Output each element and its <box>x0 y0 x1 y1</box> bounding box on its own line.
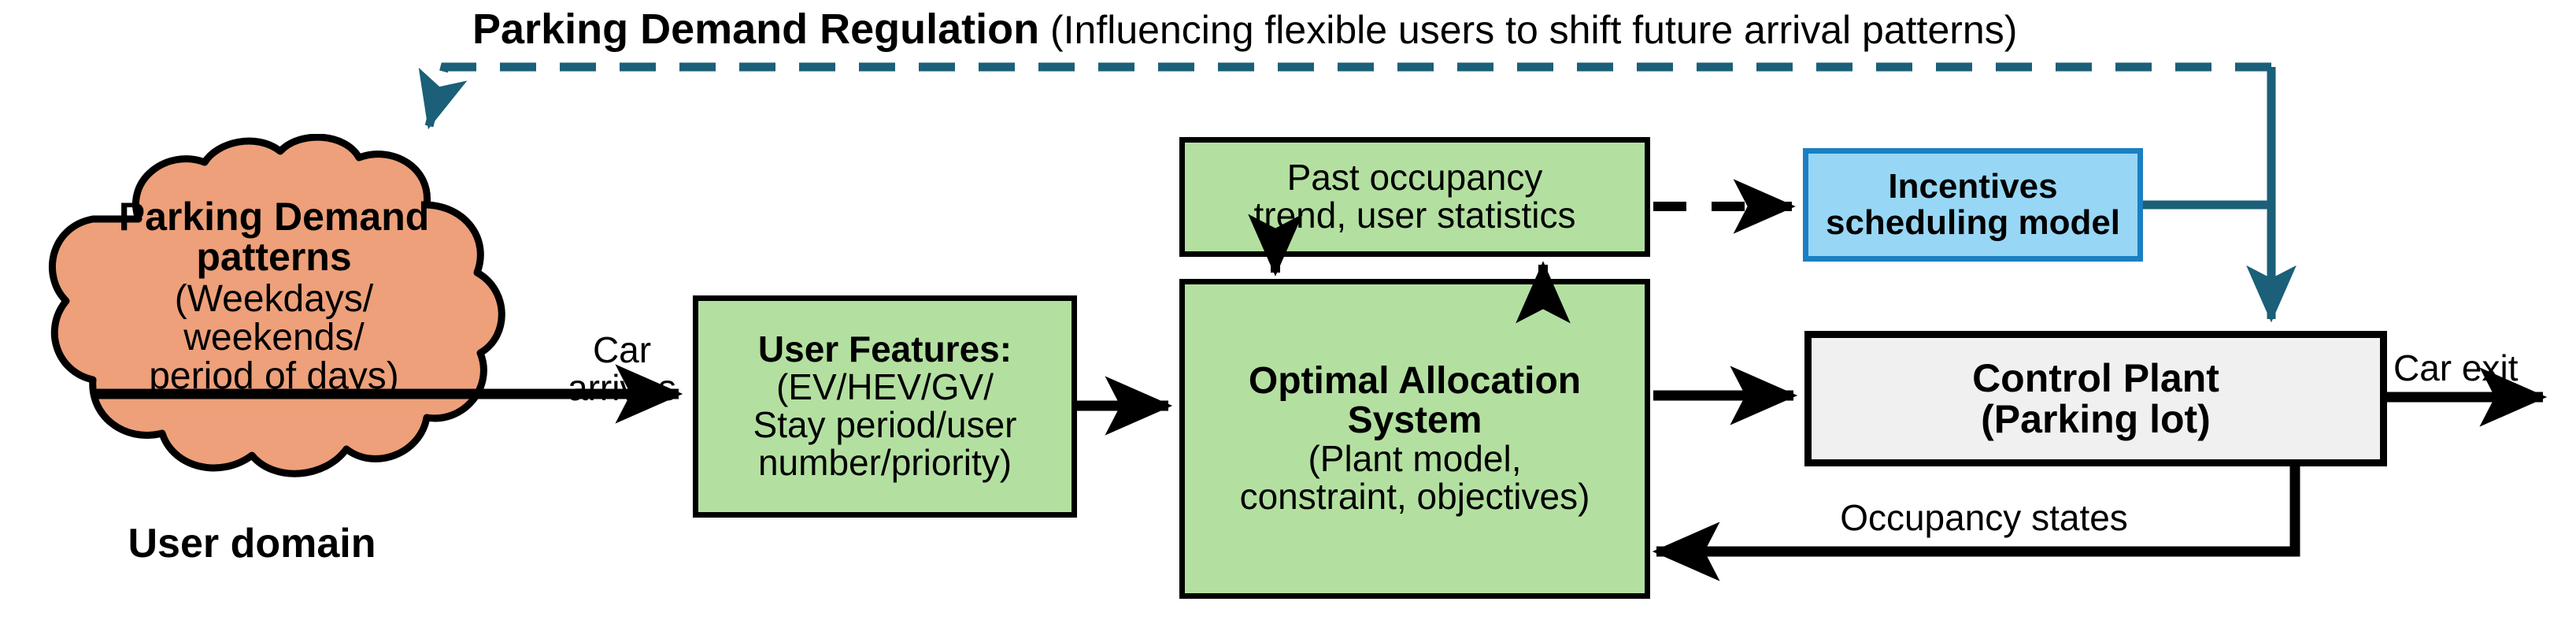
diagram-title: Parking Demand Regulation (Influencing f… <box>472 5 2283 54</box>
wire-regulation-feedback <box>418 62 2271 130</box>
box-incentives-scheduling-model[interactable]: Incentives scheduling model <box>1803 148 2143 262</box>
box-past-occupancy-trend[interactable]: Past occupancy trend, user statistics <box>1179 137 1650 257</box>
incentives-line-1: Incentives <box>1888 167 2058 206</box>
optimal-allocation-line-4: constraint, objectives) <box>1239 475 1590 517</box>
box-optimal-allocation-system[interactable]: Optimal Allocation System (Plant model, … <box>1179 279 1650 599</box>
optimal-allocation-title-2: System <box>1347 399 1482 442</box>
diagram-title-strong: Parking Demand Regulation <box>472 6 1040 53</box>
optimal-allocation-title-1: Optimal Allocation <box>1248 360 1582 403</box>
diagram-title-light: (Influencing flexible users to shift fut… <box>1039 8 2018 52</box>
control-plant-line-1: Control Plant <box>1972 356 2219 400</box>
user-domain-caption: User domain <box>128 521 376 566</box>
past-occupancy-line-1: Past occupancy <box>1286 157 1543 199</box>
box-user-features[interactable]: User Features: (EV/HEV/GV/ Stay period/u… <box>693 295 1077 518</box>
user-features-line-3: Stay period/user <box>753 404 1017 445</box>
label-occupancy-states: Occupancy states <box>1840 497 2128 538</box>
parking-demand-cloud: Parking Demand patterns (Weekdays/ weeke… <box>6 133 557 528</box>
control-plant-line-2: (Parking lot) <box>1981 397 2211 441</box>
label-car-arrives-line-1: Car <box>592 329 652 370</box>
incentives-line-2: scheduling model <box>1825 203 2121 242</box>
user-features-line-2: (EV/HEV/GV/ <box>775 366 994 408</box>
label-car-exit: Car exit <box>2393 347 2519 388</box>
box-control-plant[interactable]: Control Plant (Parking lot) <box>1804 331 2387 466</box>
label-car-arrives: Car arrives <box>551 331 693 407</box>
user-features-title: User Features: <box>757 329 1012 370</box>
cloud-shape <box>48 133 505 477</box>
user-features-line-4: number/priority) <box>757 441 1012 483</box>
label-car-arrives-line-2: arrives <box>567 367 677 409</box>
past-occupancy-line-2: trend, user statistics <box>1253 195 1576 236</box>
optimal-allocation-line-3: (Plant model, <box>1308 438 1522 480</box>
